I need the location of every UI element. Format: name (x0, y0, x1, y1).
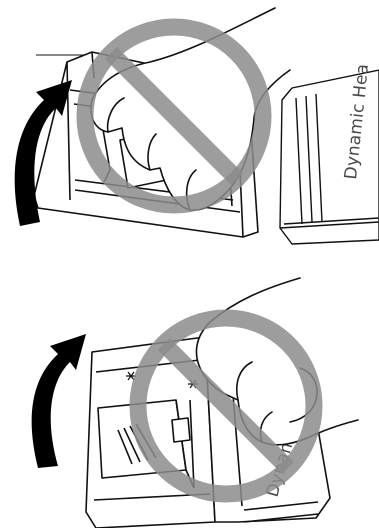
arrow-bottom (32, 334, 86, 468)
illustration-bottom: Dynamic Heat D (32, 278, 358, 528)
illustration-top: Dynamic Hea (15, 8, 379, 244)
